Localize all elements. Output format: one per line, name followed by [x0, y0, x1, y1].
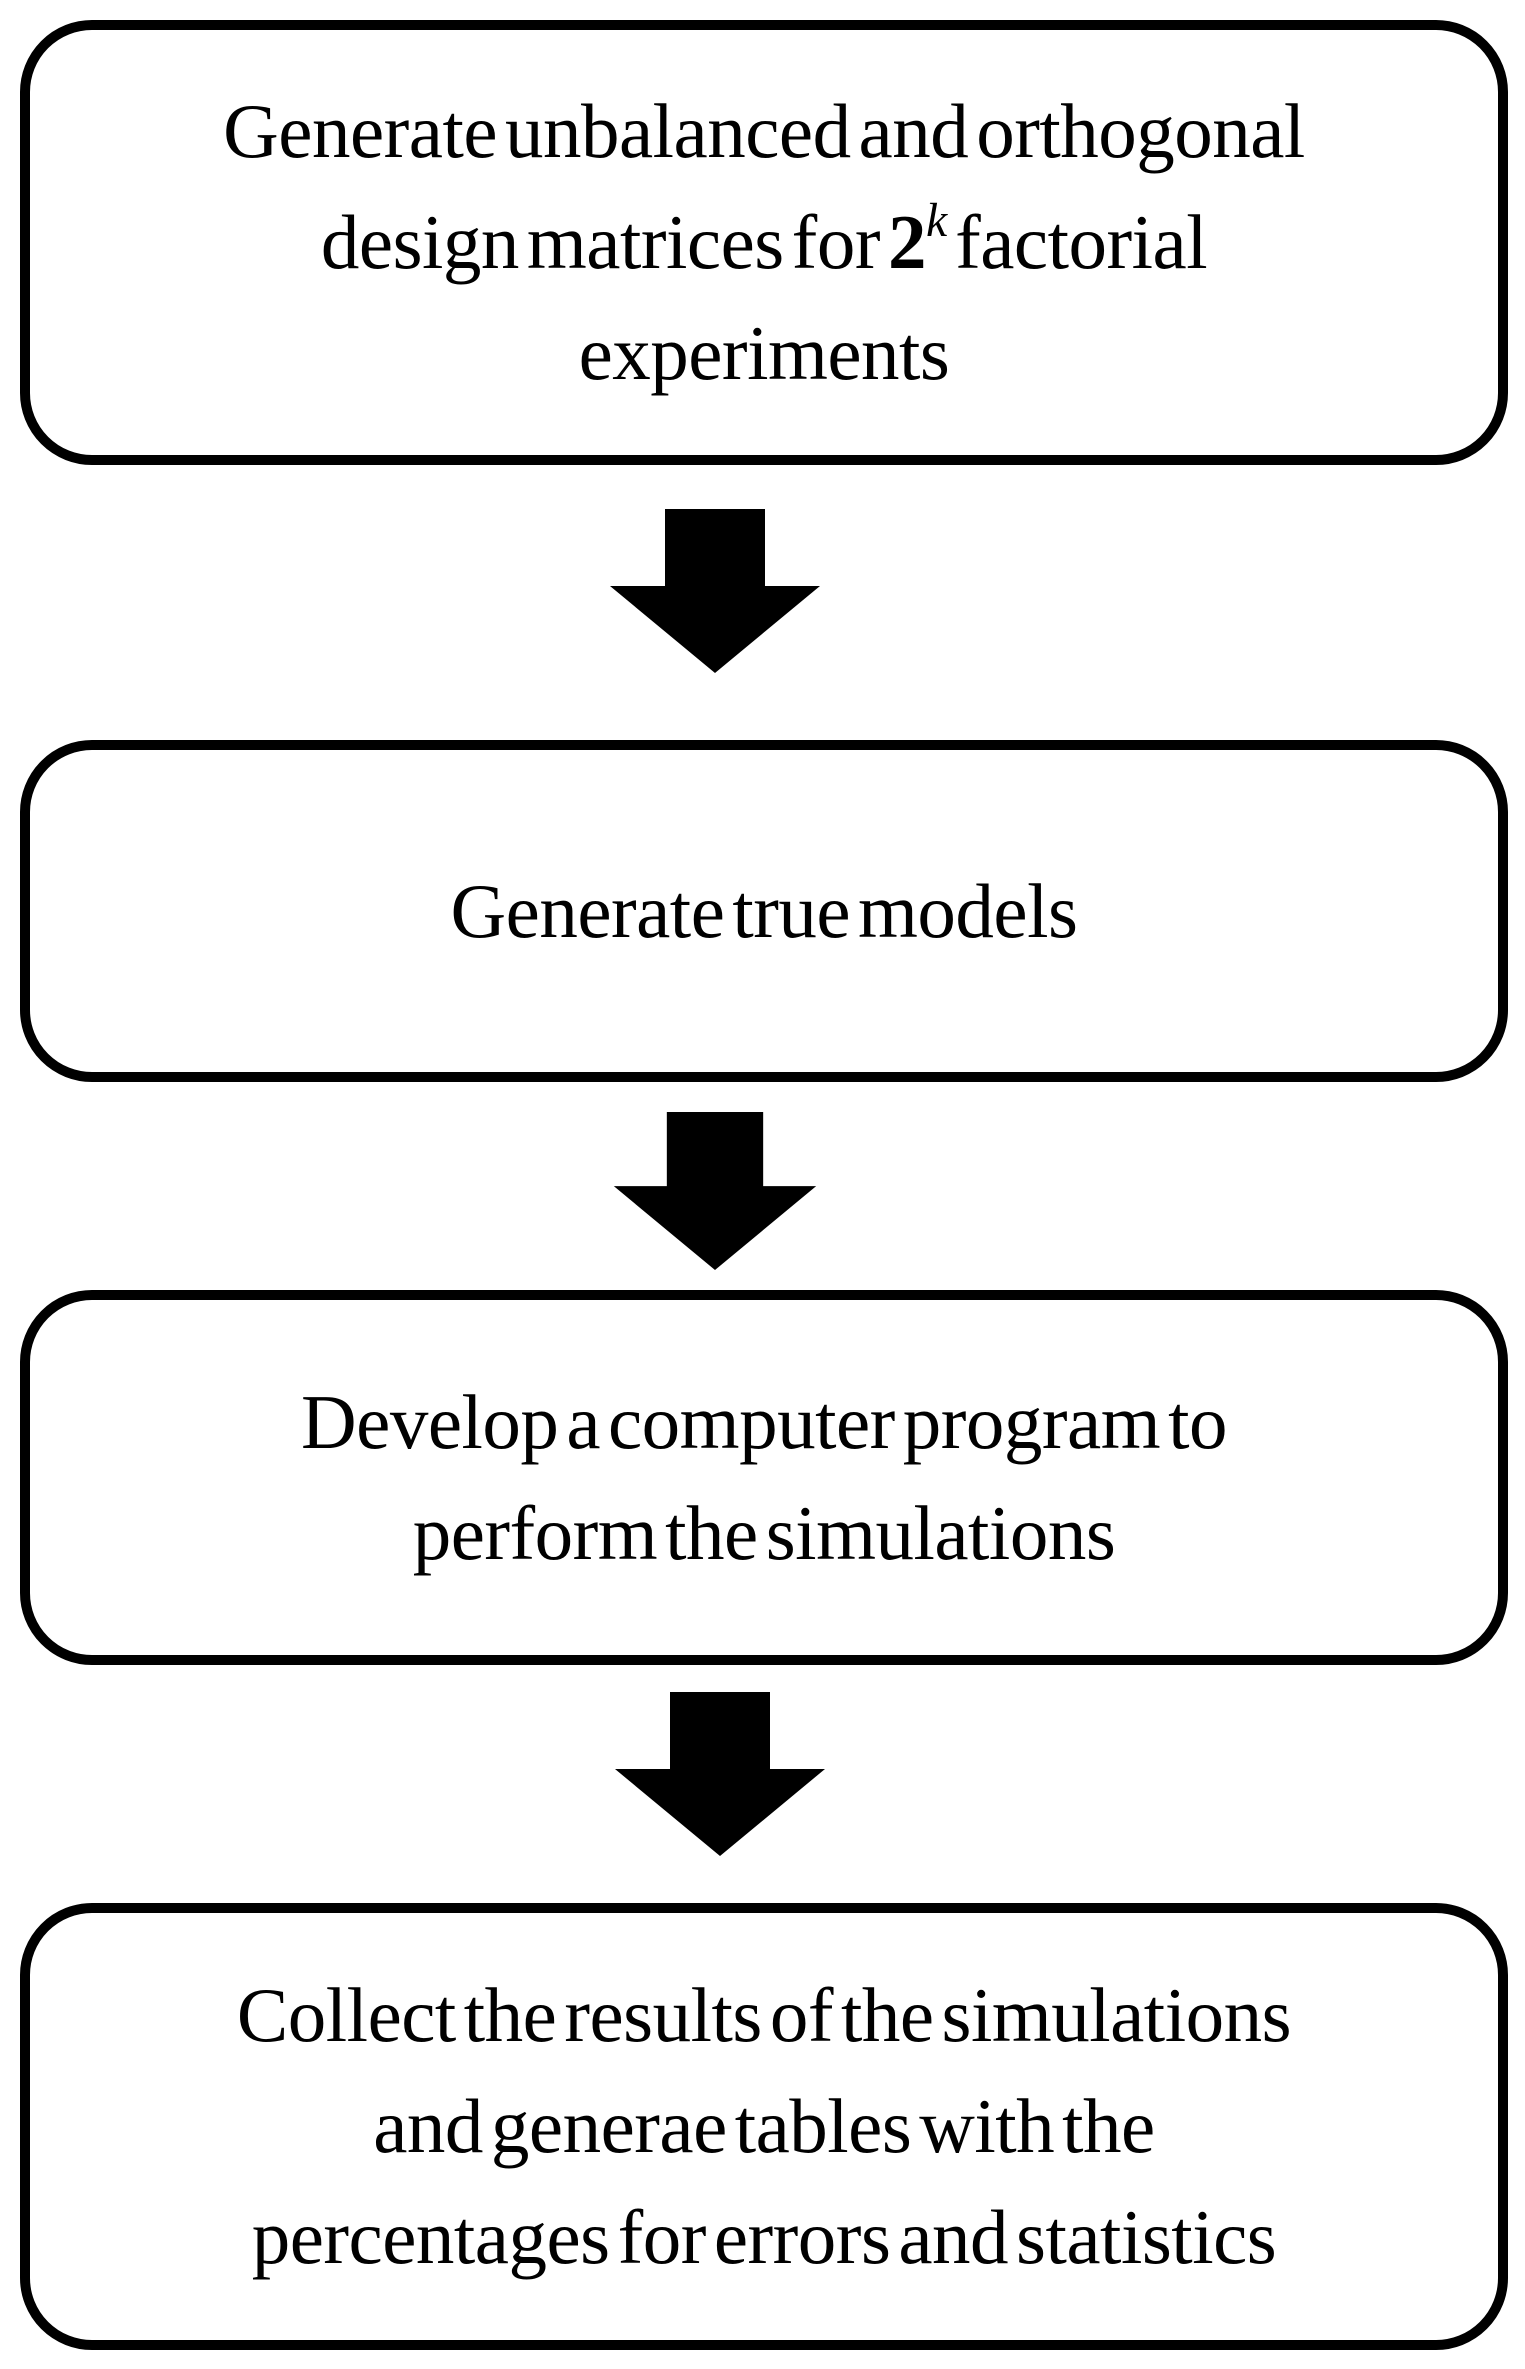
down-arrow-shape	[610, 509, 820, 673]
exponent-base: 2	[887, 199, 927, 285]
down-arrow-shape	[613, 1112, 817, 1270]
step-box-collect-results: Collect the results of the simulations a…	[20, 1903, 1508, 2350]
step-text-line: Collect the results of the simulations	[236, 1972, 1292, 2058]
step-box-develop-program: Develop a computer program to perform th…	[20, 1290, 1508, 1665]
step-text-line: perform the simulations	[412, 1489, 1116, 1576]
down-arrow-icon	[615, 1692, 825, 1856]
step-text-line: Generate true models	[450, 867, 1078, 954]
down-arrow-shape	[615, 1692, 825, 1856]
exponent-superscript: k	[925, 193, 948, 247]
step-text-segment: factorial	[947, 199, 1208, 285]
step-text-line: experiments	[578, 310, 950, 396]
step-text-line: Generate unbalanced and orthogonal	[223, 88, 1305, 174]
step-text-line: and generae tables with the	[373, 2083, 1155, 2169]
step-text-segment: design matrices for	[320, 199, 888, 285]
down-arrow-icon	[610, 509, 820, 673]
step-text-line: Develop a computer program to	[301, 1378, 1227, 1465]
step-text-line: design matrices for 2k factorial	[320, 187, 1208, 298]
step-box-generate-design-matrices: Generate unbalanced and orthogonal desig…	[20, 20, 1508, 465]
step-box-generate-true-models: Generate true models	[20, 740, 1508, 1082]
step-text-line: percentages for errors and statistics	[251, 2194, 1277, 2280]
down-arrow-icon	[613, 1112, 817, 1270]
